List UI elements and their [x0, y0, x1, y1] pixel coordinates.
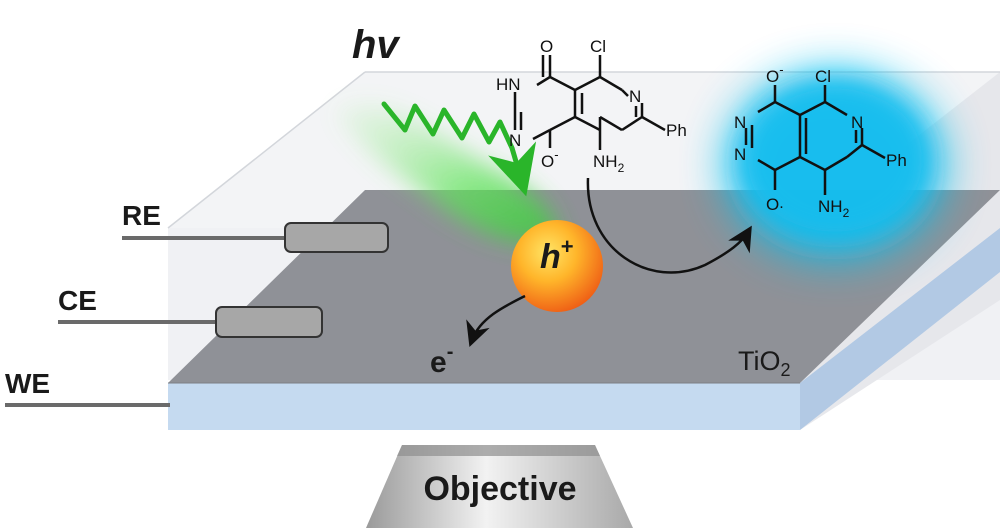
electrode-we: WE — [5, 368, 170, 407]
electrode-ce: CE — [58, 285, 323, 338]
hole-label: h+ — [540, 234, 574, 276]
objective: Objective — [366, 445, 633, 528]
reactant-cl: Cl — [590, 37, 606, 56]
reactant-ph: Ph — [666, 121, 687, 140]
product-o-bottom: O. — [766, 195, 784, 214]
product-n-ring: N — [851, 113, 863, 132]
reactant-o-bottom: O- — [541, 147, 559, 171]
product-cl: Cl — [815, 67, 831, 86]
product-ph: Ph — [886, 151, 907, 170]
reactant-molecule — [513, 55, 666, 150]
product-o-top: O- — [766, 62, 784, 86]
substrate-right-face — [800, 228, 1000, 430]
product-glow — [725, 70, 945, 260]
electrode-ce-label: CE — [58, 285, 97, 316]
product-n1: N — [734, 113, 746, 132]
objective-label: Objective — [423, 470, 576, 508]
electrode-we-label: WE — [5, 368, 50, 399]
reactant-n-ring: N — [629, 87, 641, 106]
electron-arrow — [466, 294, 526, 348]
reactant-nh2: NH2 — [593, 152, 625, 175]
reactant-hn: HN — [496, 75, 521, 94]
reactant-o-top: O — [540, 37, 553, 56]
product-n2: N — [734, 145, 746, 164]
electrode-re-label: RE — [122, 200, 161, 231]
reactant-n-left: N — [509, 131, 521, 150]
electron-label: e- — [430, 341, 453, 379]
reactant-labels: O Cl HN N N O- Ph NH2 — [496, 37, 687, 175]
electrode-re: RE — [122, 200, 389, 253]
substrate-label: TiO2 — [738, 346, 791, 380]
hole: h+ — [511, 220, 603, 312]
light-beam: hv — [335, 23, 560, 244]
product-labels: O- Cl N N N O. Ph NH2 — [734, 62, 907, 220]
product-nh2: NH2 — [818, 197, 850, 220]
photon-wave — [381, 101, 537, 197]
product-molecule — [744, 85, 886, 195]
substrate-front-face — [168, 383, 800, 430]
hole-sphere — [511, 220, 603, 312]
electrode-ce-pad — [215, 306, 323, 338]
reaction-arrow — [586, 177, 752, 274]
electrode-re-pad — [284, 222, 389, 253]
light-label: hv — [352, 23, 401, 67]
